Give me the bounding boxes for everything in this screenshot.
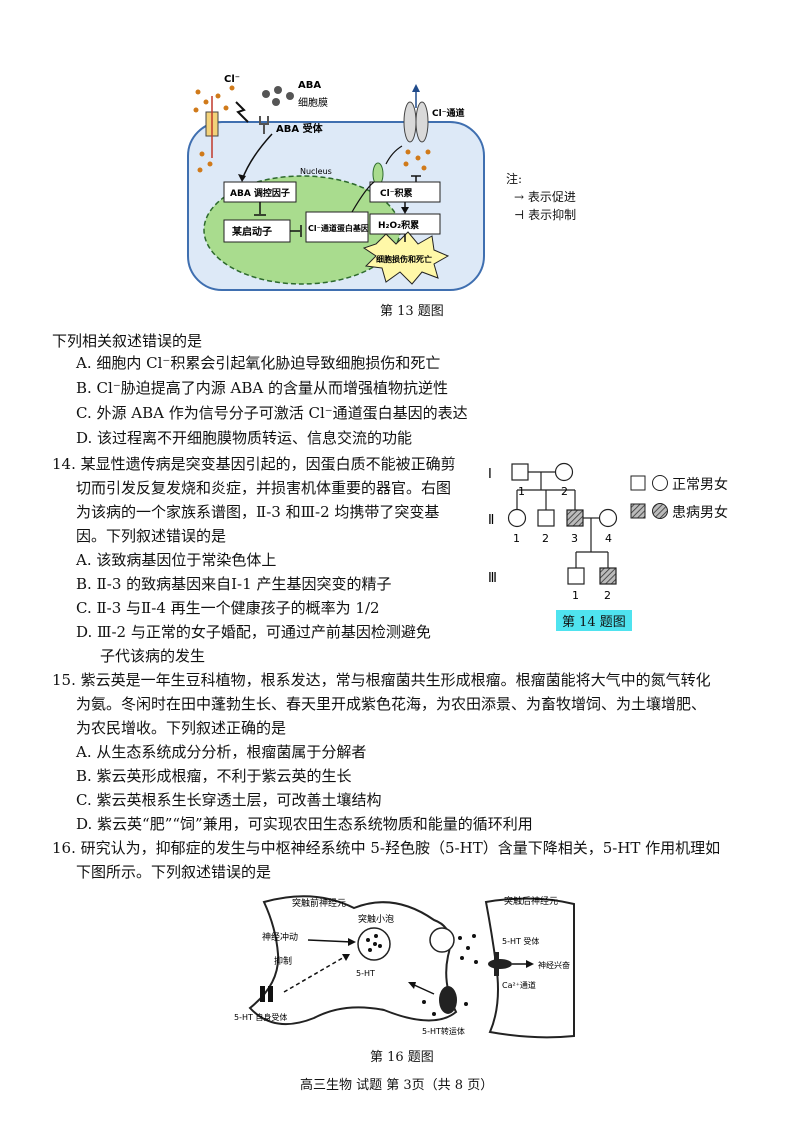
q14-option-a: A. 该致病基因位于常染色体上 (76, 551, 277, 569)
fig13-promoter-label: 某启动子 (232, 225, 272, 238)
fig16-transporter-label: 5-HT转运体 (422, 1026, 465, 1036)
q15-option-a: A. 从生态系统成分分析，根瘤菌属于分解者 (76, 743, 367, 761)
fig16-autoreceptor-label: 5-HT 自身受体 (234, 1012, 287, 1022)
figure-13-diagram: Cl⁻ ABA 细胞膜 ABA 受体 Nucleus ABA 调控因子 某启动子… (187, 74, 485, 291)
pedigree-legend-normal: 正常男女 (672, 477, 728, 493)
gen3-num-1: 1 (572, 589, 579, 602)
q15-option-b: B. 紫云英形成根瘤，不利于紫云英的生长 (76, 767, 352, 785)
fig13-caption: 第 13 题图 (380, 304, 444, 319)
pedigree-legend-affected: 患病男女 (672, 505, 728, 521)
fig14-caption: 第 14 题图 (556, 610, 632, 631)
promote-arrow-icon: → (514, 190, 525, 204)
q14-line-3: 为该病的一个家族系谱图，Ⅱ-3 和Ⅲ-2 均携带了突变基 (76, 503, 440, 521)
fig13-legend-inhibit-label: 表示抑制 (528, 208, 577, 222)
q13-option-d: D. 该过程离不开细胞膜物质转运、信息交流的功能 (76, 429, 413, 447)
gen2-num-1: 1 (513, 532, 520, 545)
q14-option-d: D. Ⅲ-2 与正常的女子婚配，可通过产前基因检测避免 (76, 623, 431, 641)
gen-label-1: Ⅰ (488, 467, 492, 482)
gen2-num-3: 3 (571, 532, 578, 545)
fig13-membrane-label: 细胞膜 (298, 96, 328, 109)
fig13-cl-gene-label: Cl⁻通道蛋白基因 (308, 223, 369, 233)
pedigree-chart: Ⅰ Ⅱ Ⅲ 1 2 1 2 3 4 1 2 (488, 462, 618, 602)
fig13-cl-accum-label: Cl⁻积累 (380, 187, 412, 199)
q13-option-c: C. 外源 ABA 作为信号分子可激活 Cl⁻通道蛋白基因的表达 (76, 404, 468, 422)
q14-line-4: 因。下列叙述错误的是 (76, 527, 227, 545)
fig13-aba-label: ABA (298, 80, 321, 91)
fig16-pre-label: 突触前神经元 (292, 897, 346, 909)
gen1-num-1: 1 (518, 485, 525, 498)
q15-line-2: 为氨。冬闲时在田中蓬勃生长、春天里开成紫色花海，为农田添景、为畜牧增饲、为土壤增… (76, 695, 707, 713)
q15-option-c: C. 紫云英根系生长穿透土层，可改善土壤结构 (76, 791, 382, 809)
q14-option-c: C. Ⅱ-3 与Ⅱ-4 再生一个健康孩子的概率为 1/2 (76, 599, 380, 617)
fig13-legend-promote: → 表示促进 (514, 188, 576, 205)
inhibit-bar-icon: ⊣ (514, 208, 525, 222)
fig16-post-label: 突触后神经元 (504, 895, 558, 907)
fig13-cl-out-label: Cl⁻ (224, 74, 240, 85)
fig16-ca-label: Ca²⁺通道 (502, 980, 536, 990)
q13-option-a: A. 细胞内 Cl⁻积累会引起氧化胁迫导致细胞损伤和死亡 (76, 354, 441, 372)
fig16-impulse-label: 神经冲动 (262, 931, 298, 943)
pedigree-legend-symbols (630, 475, 668, 519)
fig13-legend-inhibit: ⊣ 表示抑制 (514, 206, 576, 223)
q15-line-1: 15. 紫云英是一年生豆科植物，根系发达，常与根瘤菌共生形成根瘤。根瘤菌能将大气… (52, 671, 711, 689)
gen-label-3: Ⅲ (488, 571, 497, 586)
gen1-num-2: 2 (561, 485, 568, 498)
fig16-inhibit-label: 抑制 (274, 955, 292, 967)
fig16-receptor-label: 5-HT 受体 (502, 936, 539, 946)
fig13-h2o2-label: H₂O₂积累 (378, 219, 419, 231)
q14-option-b: B. Ⅱ-3 的致病基因来自Ⅰ-1 产生基因突变的精子 (76, 575, 392, 593)
fig13-nucleus-label: Nucleus (300, 167, 332, 176)
q13-option-b: B. Cl⁻胁迫提高了内源 ABA 的含量从而增强植物抗逆性 (76, 379, 448, 397)
fig13-aba-factor-label: ABA 调控因子 (230, 187, 290, 199)
fig16-caption: 第 16 题图 (370, 1050, 434, 1065)
q14-option-d-cont: 子代该病的发生 (100, 647, 206, 665)
gen2-num-2: 2 (542, 532, 549, 545)
figure-16-diagram: 突触前神经元 突触后神经元 突触小泡 神经冲动 抑制 5-HT 5-HT 自身受… (234, 895, 575, 1039)
q15-line-3: 为农民增收。下列叙述正确的是 (76, 719, 287, 737)
fig13-legend-title: 注: (506, 172, 523, 186)
q16-line-1: 16. 研究认为，抑郁症的发生与中枢神经系统中 5-羟色胺（5-HT）含量下降相… (52, 839, 721, 857)
fig13-receptor-label: ABA 受体 (276, 122, 324, 135)
fig16-5ht-label: 5-HT (356, 969, 375, 978)
gen2-num-4: 4 (605, 532, 612, 545)
q15-option-d: D. 紫云英“肥”“饲”兼用，可实现农田生态系统物质和能量的循环利用 (76, 815, 533, 833)
q14-line-2: 切而引发反复发烧和炎症，并损害机体重要的器官。右图 (76, 479, 452, 497)
gen-label-2: Ⅱ (488, 513, 494, 528)
fig16-excite-label: 神经兴奋 (538, 960, 570, 970)
q13-stem: 下列相关叙述错误的是 (52, 332, 203, 350)
fig13-damage-label: 细胞损伤和死亡 (376, 254, 432, 264)
page-footer: 高三生物 试题 第 3页（共 8 页） (300, 1078, 494, 1093)
q16-line-2: 下图所示。下列叙述错误的是 (76, 863, 272, 881)
gen3-num-2: 2 (604, 589, 611, 602)
fig13-legend-promote-label: 表示促进 (527, 190, 576, 204)
fig13-cl-channel-label: Cl⁻通道 (432, 107, 464, 119)
fig16-vesicle-label: 突触小泡 (358, 913, 394, 925)
q14-line-1: 14. 某显性遗传病是突变基因引起的，因蛋白质不能被正确剪 (52, 455, 456, 473)
